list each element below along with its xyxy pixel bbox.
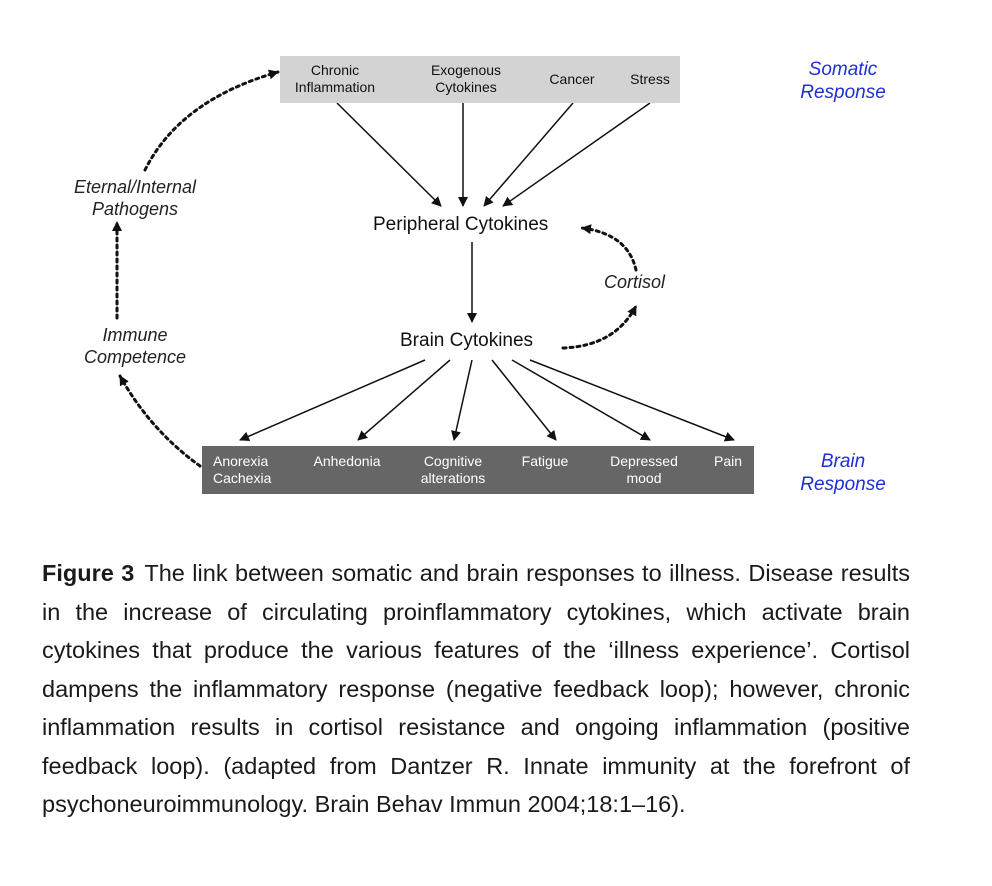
arrow-brain-to-cortisol <box>561 304 638 350</box>
figure-label: Figure 3 <box>42 560 135 586</box>
diagram-arrows <box>112 69 735 468</box>
outcome-fatigue: Fatigue <box>521 453 569 469</box>
arrow-brain-to-pain <box>529 359 735 442</box>
outcome-anorexia-cachexia: Anorexia Cachexia <box>213 453 272 486</box>
illness-response-diagram: Chronic Inflammation Exogenous Cytokines… <box>73 56 886 495</box>
cortisol-label: Cortisol <box>604 272 666 292</box>
arrow-stress-to-peripheral <box>502 102 651 207</box>
arrow-brain-to-anhedonia <box>357 359 451 441</box>
arrow-brain-to-cognitive <box>451 359 473 441</box>
arrow-pathogens-to-somatic <box>143 69 280 172</box>
outcome-depressed-mood: Depressed mood <box>610 453 678 486</box>
caption-text: The link between somatic and brain respo… <box>42 560 910 817</box>
arrow-chronic-to-peripheral <box>336 102 442 207</box>
pathogens-label: Eternal/Internal Pathogens <box>73 177 197 219</box>
outcome-cognitive-alterations: Cognitive alterations <box>420 453 486 486</box>
arrow-cancer-to-peripheral <box>483 102 574 207</box>
trigger-chronic-inflammation: Chronic Inflammation <box>294 62 376 95</box>
brain-cytokines-node: Brain Cytokines <box>400 330 534 351</box>
peripheral-cytokines-node: Peripheral Cytokines <box>373 214 549 235</box>
outcome-pain: Pain <box>713 453 743 469</box>
brain-response-label: Brain Response <box>800 451 886 495</box>
arrow-brain-response-to-immune <box>118 374 202 468</box>
arrow-brain-to-anorexia <box>239 359 426 442</box>
brain-outcomes-box: Anorexia Cachexia Anhedonia Cognitive al… <box>202 446 754 494</box>
somatic-triggers-box: Chronic Inflammation Exogenous Cytokines… <box>280 56 680 103</box>
arrow-cortisol-to-peripheral <box>580 224 638 272</box>
trigger-stress: Stress <box>630 71 670 87</box>
somatic-response-label: Somatic Response <box>800 59 886 103</box>
outcome-anhedonia: Anhedonia <box>313 453 381 469</box>
arrow-brain-to-depressed <box>511 359 651 441</box>
trigger-exogenous-cytokines: Exogenous Cytokines <box>430 62 502 95</box>
immune-competence-label: Immune Competence <box>83 325 187 367</box>
trigger-cancer: Cancer <box>549 71 595 87</box>
arrow-brain-to-fatigue <box>491 359 557 441</box>
